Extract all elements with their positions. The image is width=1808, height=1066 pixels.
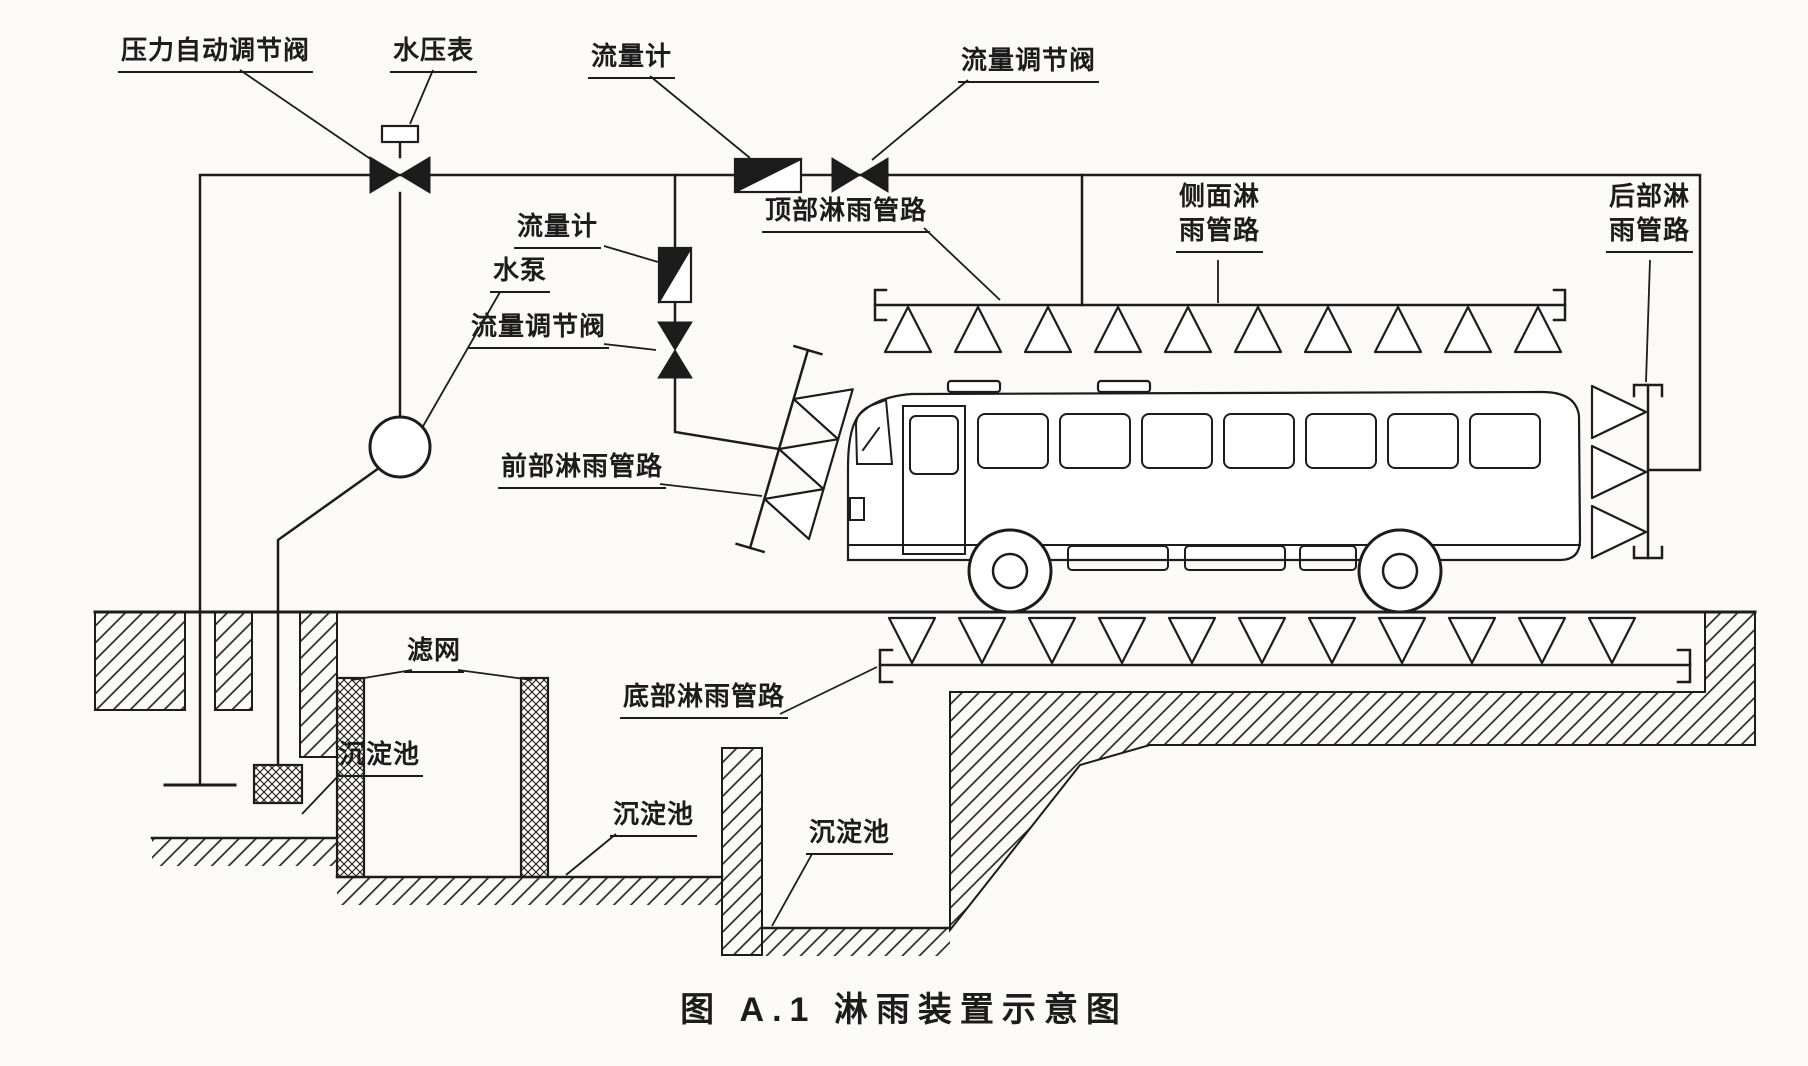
label-pump: 水泵 [490,254,551,293]
rear-spray-bottom-bracket [1632,545,1664,560]
bus-window [1223,413,1295,469]
ground-section [93,610,1757,956]
bus-window [1469,413,1541,469]
bus-body [846,390,1582,562]
suction-strainer-icon [252,763,304,805]
top-spray-nozzles [883,305,1563,354]
leader-filter-left [351,669,413,681]
leader-pump [421,291,501,429]
rear-wheel [1357,528,1443,614]
skirt-panel [1067,545,1169,571]
pump-suction-pipe [276,466,381,767]
soil-right-mass [949,611,1756,933]
label-pressure-valve: 压力自动调节阀 [118,34,314,73]
leader-flow-valve-top [871,79,969,161]
leader-flow-valve-branch [603,343,657,351]
front-spray-top-bracket [792,344,823,356]
label-rear-spray-pipe: 后部淋 雨管路 [1606,180,1694,253]
figure-caption: 图 A.1 淋雨装置示意图 [680,991,1128,1029]
leader-pressure-valve [239,69,373,161]
bus [846,379,1582,614]
water-pressure-gauge-icon [380,124,420,144]
flow-regulating-valve-top-icon [831,157,889,193]
skirt-panel [1299,545,1357,571]
rear-spray-pipe-assembly [1590,383,1664,560]
bottom-spray-left-bracket [878,648,894,684]
leader-rear-spray [1645,259,1651,383]
label-flow-valve-top: 流量调节阀 [958,44,1100,83]
leader-filter-right [457,669,533,681]
soil-under-strainer-floor [152,838,337,866]
label-flow-meter-branch: 流量计 [514,210,602,249]
roof-hatch-rear [1096,379,1152,394]
piping [163,140,1702,787]
label-settling-tank-3: 沉淀池 [806,816,894,855]
label-flow-valve-branch: 流量调节阀 [468,310,610,349]
soil-weir-wall [721,747,763,956]
rear-spray-top-bracket [1632,383,1664,398]
leader-flow-meter-branch [603,245,659,263]
front-spray-bottom-bracket [735,542,766,554]
bottom-spray-nozzles [887,616,1637,665]
label-settling-tank-2: 沉淀池 [610,798,698,837]
soil-under-pit12-floor [337,877,722,905]
label-front-spray-pipe: 前部淋雨管路 [498,450,667,489]
leader-front-spray [659,483,763,497]
leader-pit1 [301,773,341,815]
skirt-panel [1184,545,1286,571]
bus-window [1305,413,1377,469]
label-bottom-spray-pipe: 底部淋雨管路 [620,680,789,719]
front-spray-nozzles [763,388,854,541]
top-spray-pipe-assembly [873,288,1567,354]
bottom-spray-pipe-assembly [878,616,1692,684]
soil-under-pit3-floor [762,928,950,956]
leader-flow-meter-top [649,75,751,159]
soil-left-block [214,611,253,711]
wiper [861,426,881,452]
pressure-regulating-valve-icon [369,156,431,194]
branch-pipe [673,173,781,451]
label-settling-tank-1: 沉淀池 [336,738,424,777]
leader-pit3 [771,853,813,927]
filter-screen-bar-right [519,676,550,879]
front-spray-pipe-assembly [735,344,854,554]
label-filter-screen: 滤网 [404,634,465,673]
front-wheel [967,528,1053,614]
bus-door [902,405,966,555]
bus-window [1141,413,1213,469]
leader-lines [239,69,1651,927]
main-pipe-run [198,173,1702,787]
label-top-spray-pipe: 顶部淋雨管路 [762,194,931,233]
soil-wall-1 [299,611,338,758]
label-flow-meter-top: 流量计 [588,40,676,79]
bus-door-window [909,415,959,475]
bus-window [1059,413,1131,469]
flow-regulating-valve-branch-icon [657,321,693,379]
top-spray-left-bracket [873,288,888,322]
label-pressure-gauge: 水压表 [390,34,478,73]
soil-left-shoulder [94,611,186,711]
flow-meter-top-icon [733,157,803,194]
leader-pressure-gauge [409,69,434,125]
leader-top-spray [923,227,1001,301]
windshield [854,398,894,465]
roof-hatch-front [946,379,1002,394]
leader-pit2 [565,833,617,876]
bus-window [1387,413,1459,469]
top-spray-right-bracket [1552,288,1567,322]
label-side-spray-pipe: 侧面淋 雨管路 [1176,180,1264,253]
bottom-spray-right-bracket [1676,648,1692,684]
bus-window [977,413,1049,469]
water-pump-icon [368,415,432,479]
filter-screen-bar-left [335,676,366,879]
rear-spray-nozzles [1590,384,1648,560]
side-windows [977,413,1541,469]
flow-meter-branch-icon [657,246,693,304]
headlight [849,497,865,521]
leader-bottom-spray [779,666,878,715]
